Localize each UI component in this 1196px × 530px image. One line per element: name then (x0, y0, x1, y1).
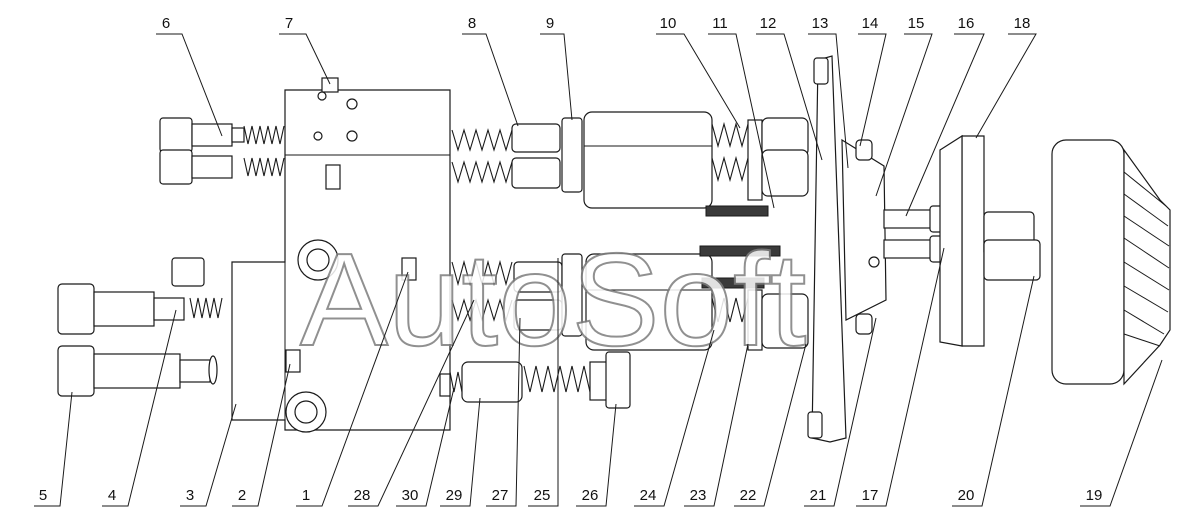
upper-spool-stack (451, 111, 809, 217)
callout-22: 22 (740, 487, 757, 504)
callout-1: 1 (302, 487, 310, 504)
callout-3: 3 (186, 487, 194, 504)
callout-9: 9 (546, 15, 554, 32)
callout-25: 25 (534, 487, 551, 504)
callout-18: 18 (1014, 15, 1031, 32)
callout-19: 19 (1086, 487, 1103, 504)
callout-4: 4 (108, 487, 116, 504)
callout-23: 23 (690, 487, 707, 504)
callout-11: 11 (712, 15, 728, 32)
watermark-text: AutoSoft (300, 226, 806, 373)
callout-8: 8 (468, 15, 476, 32)
callout-2: 2 (238, 487, 246, 504)
gasket-plate (939, 134, 1041, 347)
callout-10: 10 (660, 15, 677, 32)
callout-16: 16 (958, 15, 975, 32)
callout-28: 28 (354, 487, 371, 504)
valve-body (231, 77, 451, 433)
callout-7: 7 (285, 15, 293, 32)
cover-plate (807, 55, 951, 443)
callouts-top: 6 7 8 9 10 11 12 13 14 15 16 18 (156, 15, 1037, 217)
callout-17: 17 (862, 487, 879, 504)
bottom-plunger (439, 351, 631, 409)
callout-26: 26 (582, 487, 599, 504)
callout-21: 21 (810, 487, 827, 504)
lower-spool-stack (451, 245, 809, 351)
left-fitting-upper (159, 117, 285, 185)
callout-15: 15 (908, 15, 925, 32)
callout-6: 6 (162, 15, 170, 32)
callout-29: 29 (446, 487, 463, 504)
left-fitting-lower (57, 257, 223, 397)
callout-5: 5 (39, 487, 47, 504)
callout-12: 12 (760, 15, 777, 32)
callout-24: 24 (640, 487, 657, 504)
callouts-bottom: 5 4 3 2 1 28 30 29 27 25 26 24 23 22 21 … (34, 247, 1163, 507)
callout-14: 14 (862, 15, 879, 32)
end-cover (1051, 139, 1171, 386)
callout-13: 13 (812, 15, 829, 32)
callout-30: 30 (402, 487, 419, 504)
callout-27: 27 (492, 487, 509, 504)
callout-20: 20 (958, 487, 975, 504)
